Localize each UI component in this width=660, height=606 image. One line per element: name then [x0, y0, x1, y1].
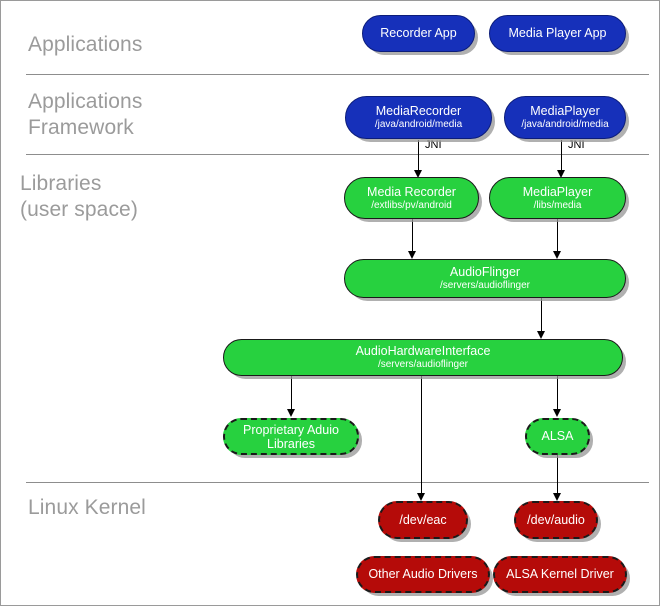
node-audiohardwareinterface[interactable]: AudioHardwareInterface /servers/audiofli… [223, 339, 623, 376]
arrowhead-audiohardwareinterface-to-proprietary [287, 409, 295, 417]
arrowhead-audiohardwareinterface-to-dev-eac [417, 493, 425, 501]
node-mediarecorder-framework-subtitle: /java/android/media [374, 119, 463, 130]
connector-label-jni-player: JNI [568, 139, 585, 151]
node-dev-audio-title: /dev/audio [527, 512, 585, 527]
connector-audioflinger-to-audiohardwareinterface [541, 298, 542, 333]
connector-mediarecorder-jni [418, 140, 419, 173]
node-mediarecorder-framework[interactable]: MediaRecorder /java/android/media [345, 96, 492, 139]
node-alsa-kernel-driver[interactable]: ALSA Kernel Driver [493, 556, 627, 593]
arrowhead-audioflinger-to-audiohardwareinterface [537, 331, 545, 339]
arrowhead-media-recorder-to-audioflinger [408, 251, 416, 259]
divider-applications [26, 74, 649, 75]
layer-label-libraries: Libraries (user space) [20, 172, 138, 221]
connector-mediaplayer-jni [561, 140, 562, 173]
node-recorder-app-title: Recorder App [380, 26, 457, 40]
divider-framework [26, 154, 649, 155]
node-proprietary-audio-libraries[interactable]: Proprietary Aduio Libraries [223, 418, 359, 455]
node-recorder-app[interactable]: Recorder App [362, 15, 475, 52]
node-mediaplayer-framework-subtitle: /java/android/media [521, 119, 609, 130]
connector-audiohardwareinterface-to-alsa [557, 375, 558, 411]
node-audioflinger-title: AudioFlinger [449, 265, 521, 279]
arrowhead-mediaplayer-to-audioflinger [553, 251, 561, 259]
layer-label-applications: Applications [28, 33, 143, 56]
layer-label-applications-framework: Applications Framework [28, 90, 143, 139]
node-audioflinger-subtitle: /servers/audioflinger [439, 280, 531, 291]
node-mediaplayer-framework[interactable]: MediaPlayer /java/android/media [504, 96, 626, 139]
arrowhead-mediaplayer-jni [557, 170, 565, 178]
layer-label-linux-kernel: Linux Kernel [28, 496, 146, 519]
node-dev-eac-title: /dev/eac [399, 512, 447, 527]
connector-media-recorder-to-audioflinger [412, 219, 413, 253]
node-media-player-app-title: Media Player App [508, 26, 607, 40]
node-mediaplayer-framework-title: MediaPlayer [530, 104, 600, 118]
node-dev-eac[interactable]: /dev/eac [378, 501, 468, 539]
connector-label-jni-recorder: JNI [425, 139, 442, 151]
node-dev-audio[interactable]: /dev/audio [514, 501, 598, 539]
arrowhead-mediarecorder-jni [414, 170, 422, 178]
arrowhead-audiohardwareinterface-to-alsa [553, 409, 561, 417]
node-mediaplayer-lib-title: MediaPlayer [522, 184, 593, 199]
divider-libraries [26, 482, 649, 483]
connector-mediaplayer-to-audioflinger [557, 219, 558, 253]
node-alsa-kernel-driver-title: ALSA Kernel Driver [506, 567, 614, 581]
node-audiohardwareinterface-subtitle: /servers/audioflinger [377, 359, 469, 370]
node-audioflinger[interactable]: AudioFlinger /servers/audioflinger [344, 259, 626, 298]
node-alsa[interactable]: ALSA [525, 418, 590, 455]
node-alsa-title: ALSA [541, 429, 574, 443]
node-media-recorder-lib[interactable]: Media Recorder /extlibs/pv/android [344, 177, 479, 219]
node-mediaplayer-lib-subtitle: /libs/media [533, 199, 582, 211]
node-proprietary-audio-libraries-title: Proprietary Aduio Libraries [243, 422, 339, 451]
connector-alsa-to-dev-audio [557, 454, 558, 495]
node-other-audio-drivers-title: Other Audio Drivers [368, 567, 478, 581]
node-mediarecorder-framework-title: MediaRecorder [375, 104, 462, 118]
connector-audiohardwareinterface-to-proprietary [291, 375, 292, 411]
arrowhead-alsa-to-dev-audio [553, 493, 561, 501]
node-media-player-app[interactable]: Media Player App [489, 15, 626, 52]
node-audiohardwareinterface-title: AudioHardwareInterface [355, 344, 491, 358]
node-media-recorder-lib-subtitle: /extlibs/pv/android [371, 199, 452, 211]
node-mediaplayer-lib[interactable]: MediaPlayer /libs/media [489, 177, 626, 219]
node-media-recorder-lib-title: Media Recorder [367, 184, 456, 199]
connector-audiohardwareinterface-to-dev-eac [421, 375, 422, 495]
node-other-audio-drivers[interactable]: Other Audio Drivers [356, 556, 490, 593]
